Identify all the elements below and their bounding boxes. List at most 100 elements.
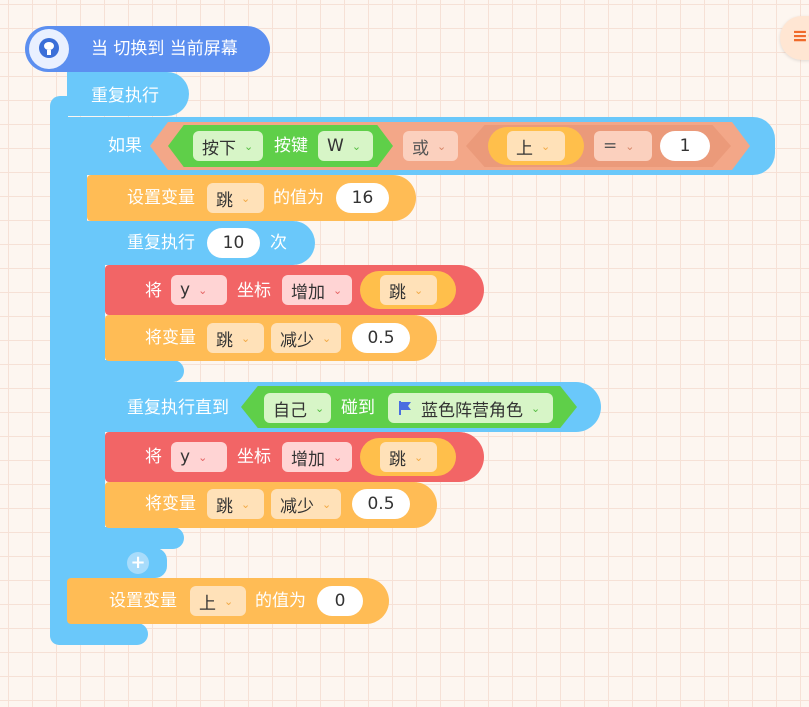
chevron-down-icon: ⌄ [315,401,325,415]
forever-block[interactable] [67,72,189,116]
change-jump-value-input-1[interactable]: 0.5 [352,323,410,353]
repeat-times-value: 10 [222,233,245,253]
repeat-times-block[interactable] [87,221,315,265]
chevron-down-icon: ⌄ [531,401,541,415]
press-dropdown[interactable]: 按下 ⌄ [193,131,263,161]
touch-target-dropdown[interactable]: 自己 ⌄ [264,393,331,423]
touch-label: 碰到 [341,398,375,418]
jump-reporter-dropdown-1[interactable]: 跳 ⌄ [380,275,437,305]
move-y-prefix-2: 将 [145,447,162,467]
if-arm [67,150,87,580]
chevron-down-icon: ⌄ [322,331,332,345]
chevron-down-icon: ⌄ [322,497,332,511]
set-jump-value: 16 [351,188,374,208]
change-jump-value-2: 0.5 [367,494,395,514]
var-up-dropdown[interactable]: 上 ⌄ [507,131,565,161]
flag-icon [397,400,413,416]
or-dropdown[interactable]: 或 ⌄ [403,131,458,161]
action-dropdown-1[interactable]: 增加 ⌄ [282,275,352,305]
jump-reporter-var-2: 跳 [389,449,406,470]
change-jump-action-dropdown-2[interactable]: 减少 ⌄ [271,489,341,519]
key-dropdown[interactable]: W ⌄ [318,131,373,161]
axis-value-2: y [180,447,191,467]
set-up-var-dropdown[interactable]: 上 ⌄ [190,586,246,616]
compare-rhs-input[interactable]: 1 [660,131,710,161]
move-y-label-1: 坐标 [237,281,271,301]
chevron-down-icon: ⌄ [198,450,208,464]
chevron-down-icon: ⌄ [333,283,343,297]
chevron-down-icon: ⌄ [541,139,551,153]
or-label: 或 [412,138,429,159]
press-label: 按下 [202,138,236,159]
set-jump-var-dropdown[interactable]: 跳 ⌄ [207,183,264,213]
event-label: 当 切换到 当前屏幕 [91,39,238,59]
repeat-until-arm [87,410,105,550]
move-y-prefix-1: 将 [145,281,162,301]
chevron-down-icon: ⌄ [241,191,251,205]
set-jump-value-input[interactable]: 16 [336,183,389,213]
compare-op-dropdown[interactable]: = ⌄ [594,131,652,161]
repeat-times-input[interactable]: 10 [207,228,260,258]
change-jump-action-1: 减少 [280,330,314,351]
chevron-down-icon: ⌄ [241,497,251,511]
touch-object-dropdown[interactable]: 蓝色阵营角色 ⌄ [388,393,553,423]
action-value-2: 增加 [291,449,325,470]
jump-reporter-dropdown-2[interactable]: 跳 ⌄ [380,442,437,472]
repeat-until-bottom [87,527,184,549]
set-up-suffix: 的值为 [255,591,306,611]
compare-rhs-value: 1 [679,136,691,156]
event-when-screen-block[interactable]: 当 切换到 当前屏幕 [25,26,270,72]
repeat-times-arm [87,245,105,380]
chevron-down-icon: ⌄ [437,139,447,153]
repeat-times-label: 重复执行 [127,233,195,253]
corner-menu-label: ≡C [792,25,809,47]
change-jump-var-dropdown-1[interactable]: 跳 ⌄ [207,323,264,353]
chevron-down-icon: ⌄ [224,594,234,608]
forever-bottom [50,623,148,645]
repeat-times-bottom [87,360,184,382]
change-jump-prefix-2: 将变量 [145,494,196,514]
if-bottom [67,548,167,578]
action-value-1: 增加 [291,282,325,303]
set-up-value-input[interactable]: 0 [317,586,363,616]
chevron-down-icon: ⌄ [333,450,343,464]
chevron-down-icon: ⌄ [244,139,254,153]
change-jump-action-2: 减少 [280,496,314,517]
change-jump-var-2: 跳 [216,496,233,517]
chevron-down-icon: ⌄ [414,450,424,464]
change-jump-value-1: 0.5 [367,328,395,348]
set-jump-prefix: 设置变量 [127,188,195,208]
set-jump-var: 跳 [216,190,233,211]
touch-object: 蓝色阵营角色 [421,400,523,421]
key-value: W [327,136,344,156]
plus-icon: + [130,552,146,573]
set-up-var: 上 [199,593,216,614]
chevron-down-icon: ⌄ [198,283,208,297]
action-dropdown-2[interactable]: 增加 ⌄ [282,442,352,472]
chevron-down-icon: ⌄ [241,331,251,345]
change-jump-var-dropdown-2[interactable]: 跳 ⌄ [207,489,264,519]
change-jump-action-dropdown-1[interactable]: 减少 ⌄ [271,323,341,353]
set-up-prefix: 设置变量 [109,591,177,611]
axis-value-1: y [180,280,191,300]
forever-arm [50,96,68,644]
key-label: 按键 [274,136,308,156]
event-icon-wrap [29,29,69,69]
repeat-times-unit: 次 [270,233,287,253]
forever-label: 重复执行 [91,86,159,106]
chevron-down-icon: ⌄ [351,139,362,153]
repeat-until-label: 重复执行直到 [127,398,229,418]
axis-dropdown-2[interactable]: y ⌄ [171,442,227,472]
add-block-button[interactable]: + [127,552,149,574]
axis-dropdown-1[interactable]: y ⌄ [171,275,227,305]
change-jump-var-1: 跳 [216,330,233,351]
change-jump-value-input-2[interactable]: 0.5 [352,489,410,519]
compare-op-value: = [603,136,618,156]
change-jump-prefix-1: 将变量 [145,328,196,348]
chevron-down-icon: ⌄ [414,283,424,297]
if-label: 如果 [108,136,142,156]
corner-menu-button[interactable]: ≡C [780,16,809,60]
chevron-down-icon: ⌄ [625,139,635,153]
screen-icon [38,37,60,59]
touch-target: 自己 [273,400,307,421]
